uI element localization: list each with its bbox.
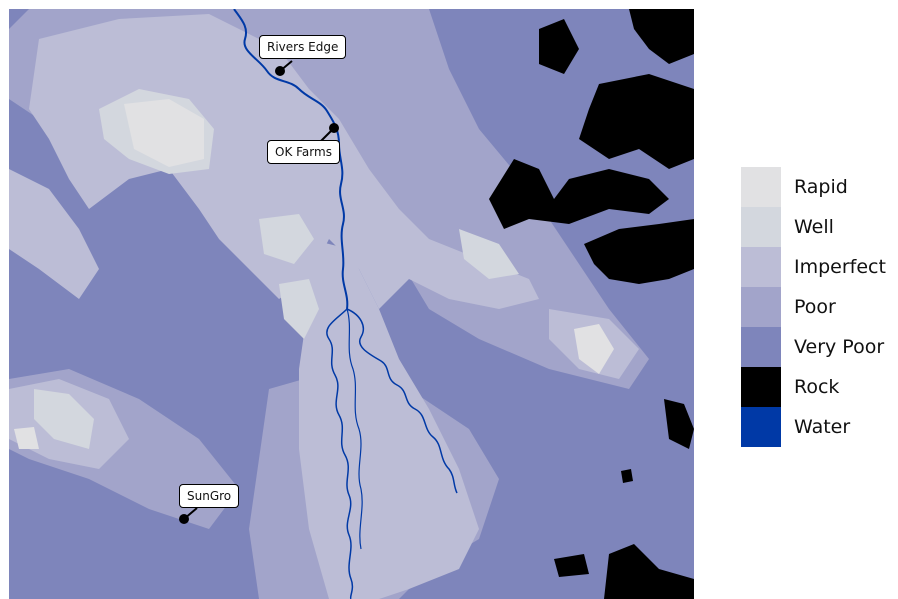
legend-swatch-water — [741, 407, 781, 447]
rock-outcrop-southeast-7 — [554, 554, 589, 577]
map-canvas — [9, 9, 694, 599]
legend-label-water: Water — [794, 416, 851, 438]
legend-label-well: Well — [794, 216, 834, 238]
legend-label-very-poor: Very Poor — [794, 336, 885, 358]
imperfect-zone-corridor — [299, 239, 479, 599]
rock-outcrop-northeast-3 — [579, 74, 694, 169]
legend-label-rock: Rock — [794, 376, 840, 398]
river-mid-channel — [346, 308, 363, 550]
ok-farms-marker[interactable] — [329, 123, 339, 133]
legend-swatch-rock — [741, 367, 781, 407]
legend-item-very-poor: Very Poor — [741, 327, 886, 367]
rock-outcrop-northeast-4 — [489, 159, 669, 229]
legend-swatch-poor — [741, 287, 781, 327]
legend-label-imperfect: Imperfect — [794, 256, 886, 278]
soil-drainage-map[interactable] — [9, 9, 694, 599]
river-east-channel — [346, 308, 458, 494]
well-zone-east — [459, 229, 519, 279]
legend-item-rock: Rock — [741, 367, 886, 407]
legend-swatch-very-poor — [741, 327, 781, 367]
legend-swatch-rapid — [741, 167, 781, 207]
rock-outcrop-east-5 — [584, 219, 694, 284]
legend-label-rapid: Rapid — [794, 176, 848, 198]
rock-outcrop-southeast-8 — [604, 544, 694, 599]
rapid-zone-northwest — [124, 99, 204, 167]
rock-outcrop-northeast-2 — [629, 9, 694, 64]
rivers-edge-marker[interactable] — [275, 66, 285, 76]
rock-outcrop-east-6 — [664, 399, 694, 449]
ok-farms-label[interactable]: OK Farms — [267, 140, 340, 164]
rapid-zone-southwest — [14, 427, 39, 449]
river-west-channel — [326, 308, 354, 599]
well-zone-river-terrace — [279, 279, 319, 339]
well-zone-southwest — [34, 389, 94, 449]
legend-swatch-well — [741, 207, 781, 247]
rock-outcrop-northeast-1 — [539, 19, 579, 74]
legend-item-well: Well — [741, 207, 886, 247]
legend-item-water: Water — [741, 407, 886, 447]
rock-outcrop-east-9 — [621, 469, 633, 483]
map-legend: Rapid Well Imperfect Poor Very Poor Rock… — [741, 167, 886, 447]
sungro-label[interactable]: SunGro — [179, 484, 240, 508]
rapid-zone-east — [574, 324, 614, 374]
legend-item-imperfect: Imperfect — [741, 247, 886, 287]
legend-item-rapid: Rapid — [741, 167, 886, 207]
legend-item-poor: Poor — [741, 287, 886, 327]
rivers-edge-label[interactable]: Rivers Edge — [259, 35, 347, 59]
well-zone-central — [259, 214, 314, 264]
legend-label-poor: Poor — [794, 296, 836, 318]
imperfect-zone-northwest — [9, 169, 99, 299]
sungro-marker[interactable] — [179, 514, 189, 524]
legend-swatch-imperfect — [741, 247, 781, 287]
